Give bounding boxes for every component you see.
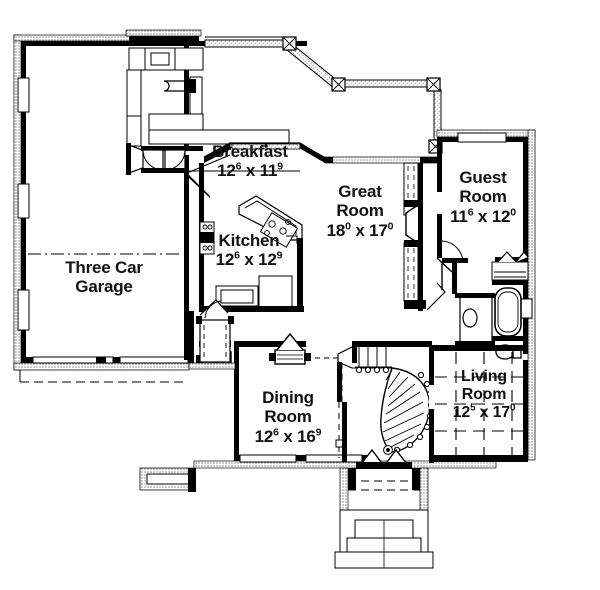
guest-room-width-in: 6	[467, 206, 474, 219]
living-room-name-line2: Room	[461, 386, 507, 404]
breakfast-times: x	[245, 161, 256, 181]
kitchen-width-in: 6	[234, 249, 240, 262]
breakfast-length-ft: 11	[259, 161, 278, 181]
room-label-dining-room: Dining Room 126 x 169	[229, 388, 347, 446]
living-room-width-ft: 12	[452, 404, 471, 422]
dining-room-length-ft: 16	[297, 426, 316, 446]
kitchen-width-ft: 12	[215, 250, 235, 270]
garage-name-line1: Three Car	[65, 258, 143, 277]
great-room-fireplace	[403, 162, 426, 311]
guest-room-times: x	[477, 206, 488, 226]
great-room-dimension: 180 x 170	[306, 221, 414, 240]
guest-room-name-line2: Room	[459, 187, 507, 207]
kitchen-length-ft: 12	[258, 250, 277, 270]
great-room-name-line1: Great	[338, 182, 382, 201]
living-room-length-ft: 17	[492, 404, 511, 422]
dining-room-dimension: 126 x 169	[229, 427, 347, 446]
dining-room-length-in: 9	[315, 426, 322, 439]
dining-room-width-ft: 12	[254, 426, 274, 446]
front-entry-porch	[334, 448, 434, 569]
room-label-guest-room: Guest Room 116 x 120	[437, 168, 529, 226]
guest-room-name-line1: Guest	[459, 168, 507, 187]
breakfast-name: Breakfast	[212, 142, 288, 161]
great-room-name-line2: Room	[336, 201, 384, 221]
foyer	[341, 358, 347, 462]
room-label-kitchen: Kitchen 126 x 129	[190, 231, 308, 270]
room-label-living-room: Living Room 125 x 170	[438, 368, 530, 423]
great-room-length-ft: 17	[369, 220, 388, 240]
great-room-width-ft: 18	[326, 220, 346, 240]
kitchen-times: x	[244, 250, 254, 270]
great-room-length-in: 0	[387, 220, 394, 233]
guest-room-length-in: 0	[510, 206, 516, 219]
living-room-width-in: 5	[470, 403, 476, 415]
kitchen-length-in: 9	[276, 249, 283, 262]
garage-name-line2: Garage	[75, 277, 133, 297]
kitchen-name: Kitchen	[218, 231, 280, 250]
laundry-utility-area	[125, 29, 307, 175]
guest-room-length-ft: 12	[491, 206, 511, 226]
living-room-dimension: 125 x 170	[438, 404, 530, 422]
dining-room-name-line2: Room	[264, 407, 312, 427]
curved-staircase	[300, 341, 435, 455]
breakfast-length-in: 9	[277, 160, 283, 173]
great-room-times: x	[355, 220, 365, 240]
rear-covered-porch	[204, 36, 443, 154]
dining-room	[139, 299, 497, 492]
great-room-width-in: 0	[345, 220, 351, 233]
kitchen-dimension: 126 x 129	[190, 250, 308, 269]
dining-room-times: x	[283, 426, 293, 446]
room-label-garage: Three Car Garage	[44, 258, 164, 297]
room-label-great-room: Great Room 180 x 170	[306, 182, 414, 240]
living-room-times: x	[479, 404, 489, 422]
guest-bathroom	[491, 251, 529, 360]
kitchen-fixtures	[199, 195, 304, 312]
breakfast-width-in: 6	[235, 160, 242, 173]
breakfast-room	[141, 146, 300, 198]
guest-room-dimension: 116 x 120	[437, 207, 529, 226]
guest-room-width-ft: 11	[450, 206, 468, 226]
breakfast-dimension: 126 x 119	[189, 161, 311, 180]
living-room-length-in: 0	[510, 403, 516, 415]
breakfast-width-ft: 12	[217, 161, 236, 181]
dining-room-name-line1: Dining	[262, 388, 314, 407]
dining-room-width-in: 6	[273, 426, 279, 439]
room-label-breakfast: Breakfast 126 x 119	[189, 142, 311, 181]
living-room	[429, 345, 528, 463]
living-room-name-line1: Living	[461, 368, 507, 385]
